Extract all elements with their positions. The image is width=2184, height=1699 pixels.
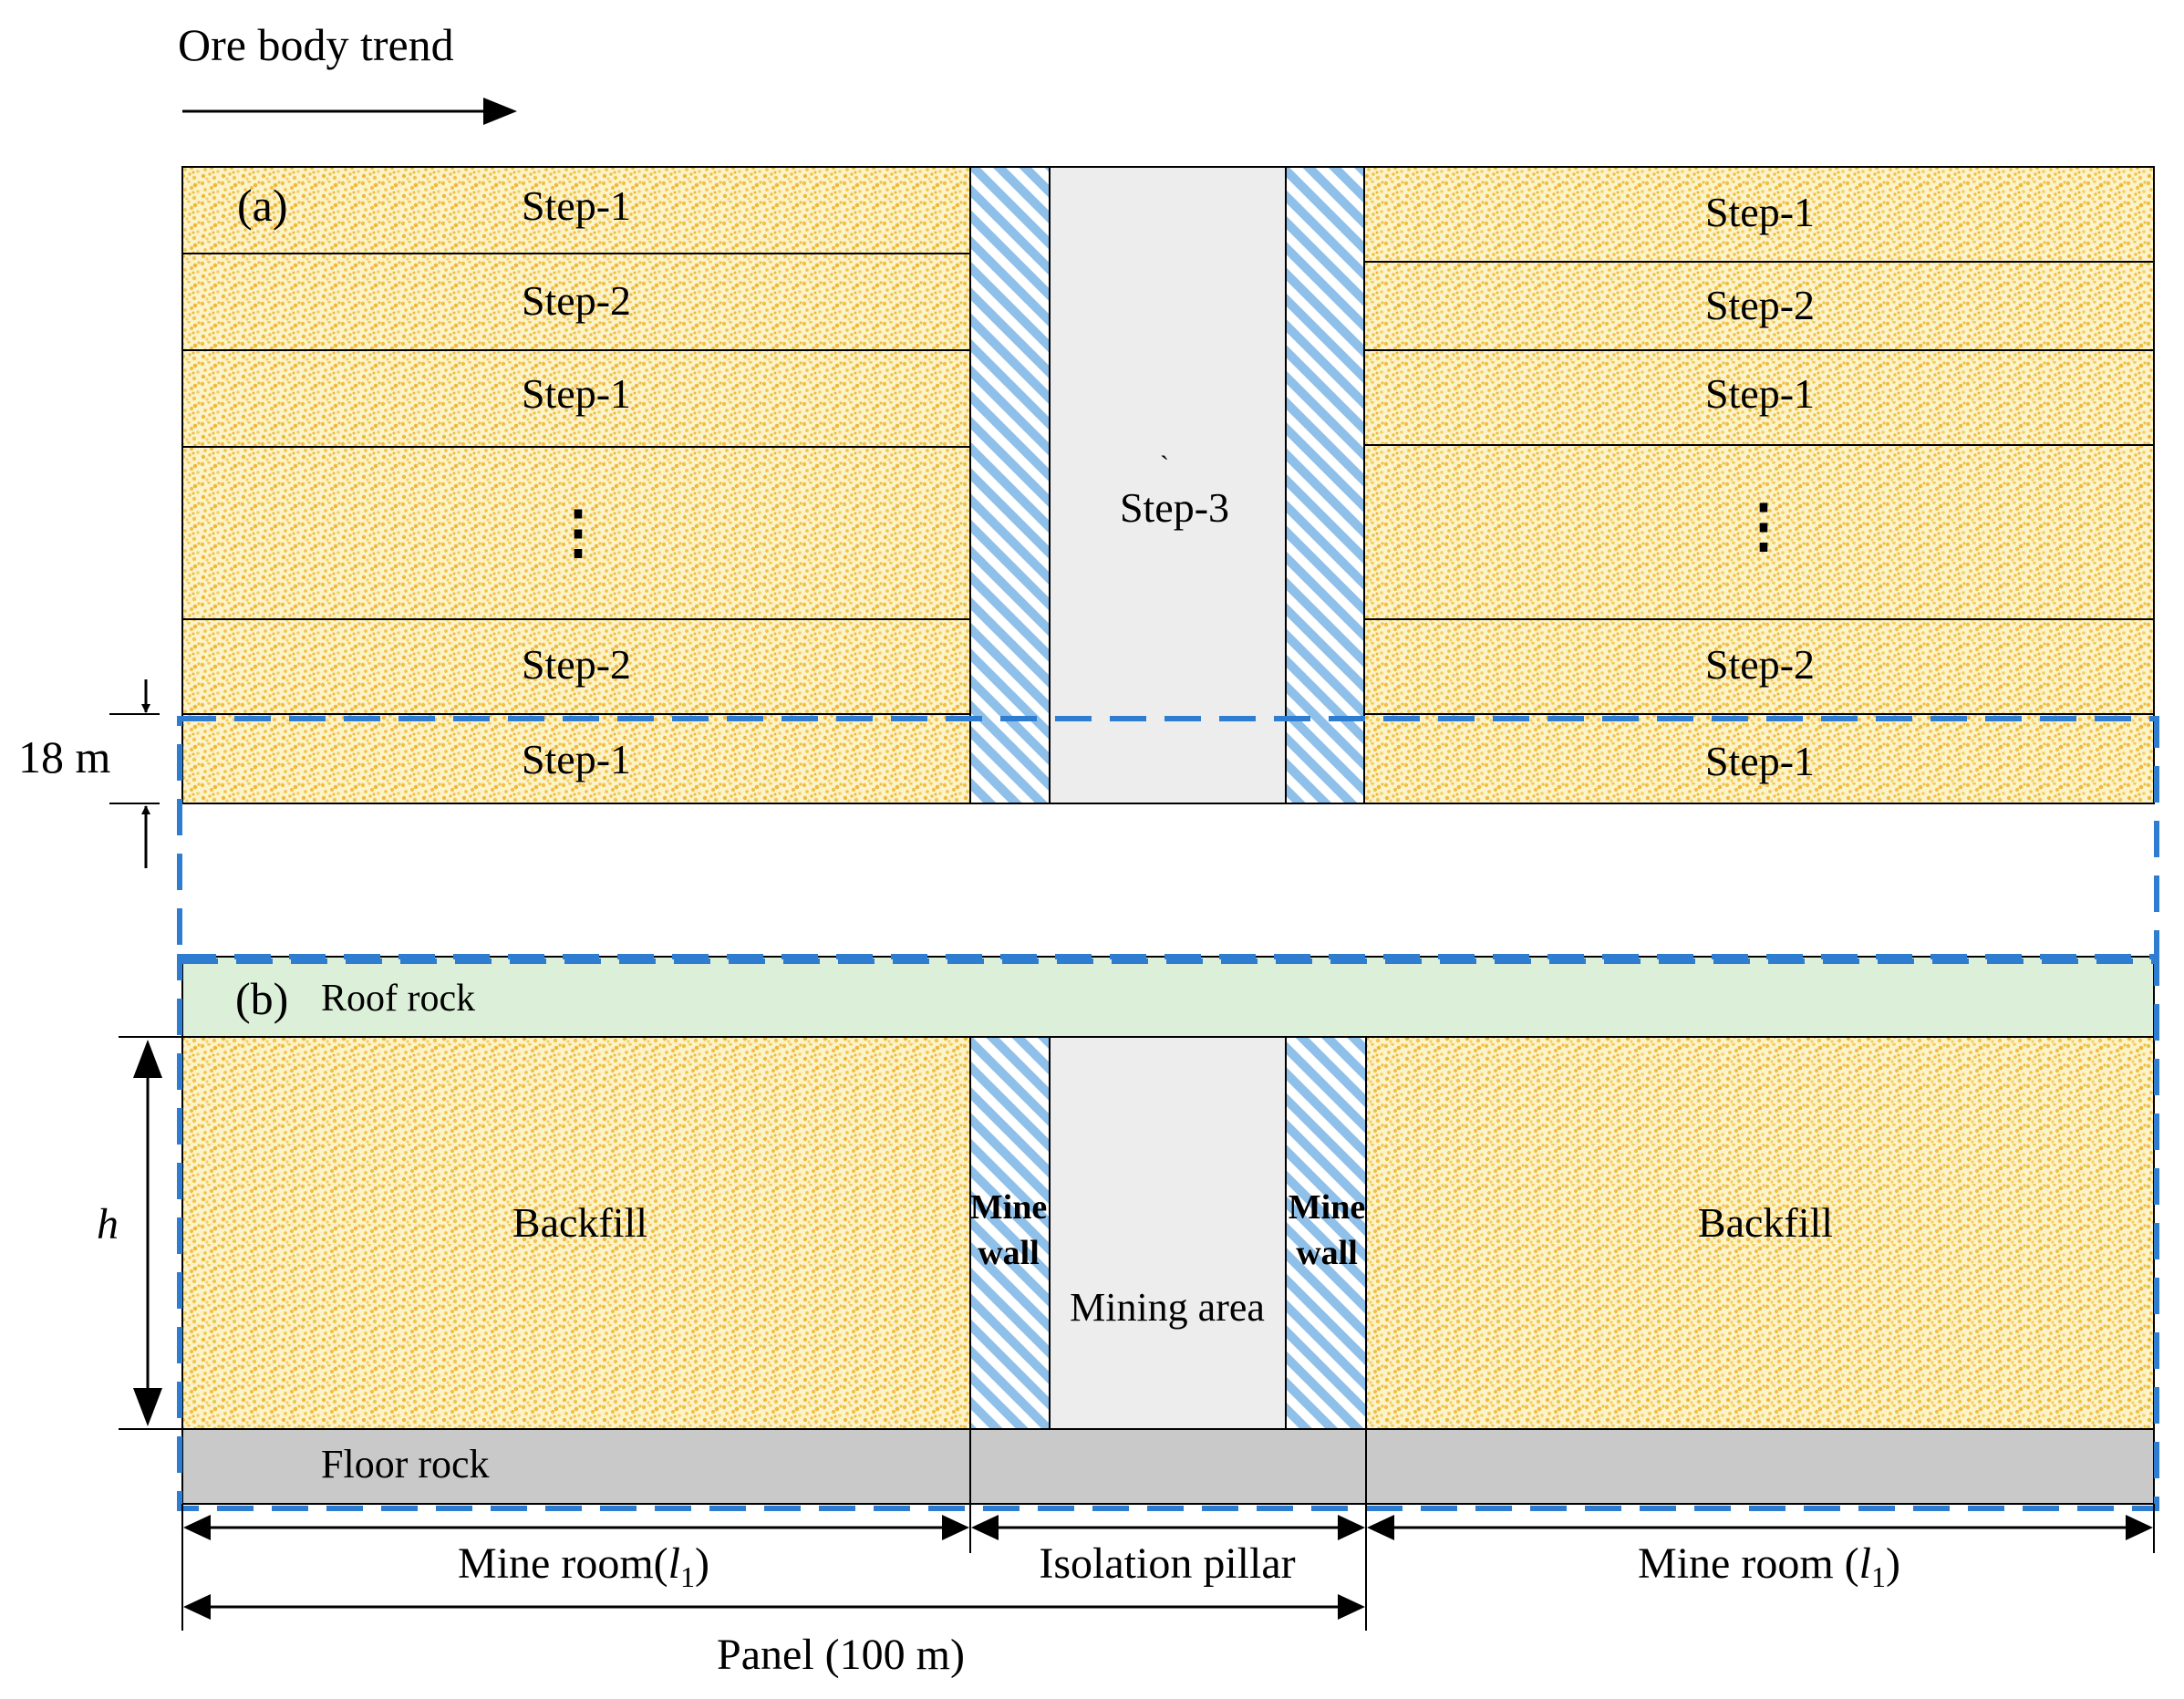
step-label: Step-2 xyxy=(522,277,631,324)
mine-wall-hatch xyxy=(1285,166,1365,804)
step-cell xyxy=(1363,444,2155,620)
left-backfill-area xyxy=(181,1036,971,1430)
roof-rock-label: Roof rock xyxy=(321,978,475,1020)
step-label: Step-2 xyxy=(1705,641,1815,688)
step-label: Step-1 xyxy=(1705,189,1815,235)
step-label: Step-1 xyxy=(522,182,631,229)
height-h-label: h xyxy=(97,1200,119,1248)
left-mine-wall xyxy=(969,1036,1051,1430)
step-label: Step-2 xyxy=(1705,282,1815,328)
step-cell xyxy=(1363,261,2155,351)
right-arrowhead-icon xyxy=(942,1515,969,1540)
mining-area xyxy=(1049,1036,1287,1430)
panel-width-label: Panel (100 m) xyxy=(717,1631,965,1679)
floor-rock-middle xyxy=(969,1428,1367,1505)
vertical-ellipsis-icon: ⋮ xyxy=(1734,493,1793,558)
left-arrowhead-icon xyxy=(1367,1515,1394,1540)
bottom-dimensions: Mine room(l1) Isolation pillar Mine room… xyxy=(181,1504,2155,1679)
trend-label: Ore body trend xyxy=(178,19,454,70)
right-arrowhead-icon xyxy=(1338,1594,1365,1620)
step-cell xyxy=(1363,618,2155,715)
step-cell xyxy=(181,713,971,804)
roof-rock-layer xyxy=(181,956,2155,1038)
panel-b: (b) Roof rock Backfill Mine wall Mining … xyxy=(97,956,2155,1505)
floor-rock-left xyxy=(181,1428,971,1505)
detail-outline-b xyxy=(177,954,2159,1511)
right-backfill-label: Backfill xyxy=(1698,1199,1833,1246)
step-label: Step-1 xyxy=(522,736,631,782)
left-mine-wall-label-line2: wall xyxy=(978,1234,1040,1272)
floor-rock-label: Floor rock xyxy=(321,1442,490,1487)
left-arrowhead-icon xyxy=(183,1515,211,1540)
step-cell xyxy=(1363,713,2155,804)
step-label: Step-1 xyxy=(522,370,631,417)
mine-wall-hatch xyxy=(969,166,1051,804)
floor-rock-right xyxy=(1365,1428,2155,1505)
left-mine-wall-label-line1: Mine xyxy=(970,1188,1047,1227)
right-backfill-area xyxy=(1365,1036,2155,1430)
panel-a-label: (a) xyxy=(237,180,288,231)
step-3-label: Step-3 xyxy=(1120,484,1229,531)
panel-a-left-room: Step-1 Step-2 Step-1 ⋮ Step-2 Step-1 xyxy=(181,166,971,804)
right-arrowhead-icon xyxy=(2126,1515,2153,1540)
left-backfill-label: Backfill xyxy=(512,1199,647,1246)
panel-a-isolation-pillar: ` Step-3 xyxy=(969,166,1365,804)
right-mine-wall-label-line2: wall xyxy=(1296,1234,1358,1272)
trend-arrowhead-icon xyxy=(483,98,517,125)
isolation-pillar-label: Isolation pillar xyxy=(1039,1539,1295,1588)
step-cell xyxy=(1363,166,2155,263)
step-cell xyxy=(181,253,971,351)
right-arrowhead-icon xyxy=(1338,1515,1365,1540)
height-18m-label: 18 m xyxy=(18,731,111,782)
down-arrowhead-icon xyxy=(133,1388,162,1426)
step-label: Step-2 xyxy=(522,641,631,688)
ore-body-trend-header: Ore body trend xyxy=(178,19,517,125)
right-mine-room-label: Mine room (l1) xyxy=(1638,1539,1900,1593)
height-18m-dimension: 18 m xyxy=(18,679,160,868)
stray-mark: ` xyxy=(1160,451,1169,481)
step-label: Step-1 xyxy=(1705,370,1815,417)
right-mine-wall xyxy=(1285,1036,1367,1430)
left-mine-room-label: Mine room(l1) xyxy=(458,1539,709,1593)
vertical-ellipsis-icon: ⋮ xyxy=(549,500,607,565)
right-mine-wall-label-line1: Mine xyxy=(1289,1188,1365,1227)
up-arrowhead-icon xyxy=(133,1040,162,1078)
mining-area-label: Mining area xyxy=(1070,1285,1265,1330)
height-h-dimension: h xyxy=(97,1036,182,1430)
detail-outline-a xyxy=(177,716,2159,964)
left-arrowhead-icon xyxy=(183,1594,211,1620)
left-arrowhead-icon xyxy=(971,1515,999,1540)
panel-b-label: (b) xyxy=(235,973,288,1024)
panel-a-right-room: Step-1 Step-2 Step-1 ⋮ Step-2 Step-1 xyxy=(1363,166,2155,804)
panel-a: Step-1 Step-2 Step-1 ⋮ Step-2 Step-1 ` S… xyxy=(18,166,2155,868)
step-cell xyxy=(1363,349,2155,446)
step-label: Step-1 xyxy=(1705,738,1815,784)
